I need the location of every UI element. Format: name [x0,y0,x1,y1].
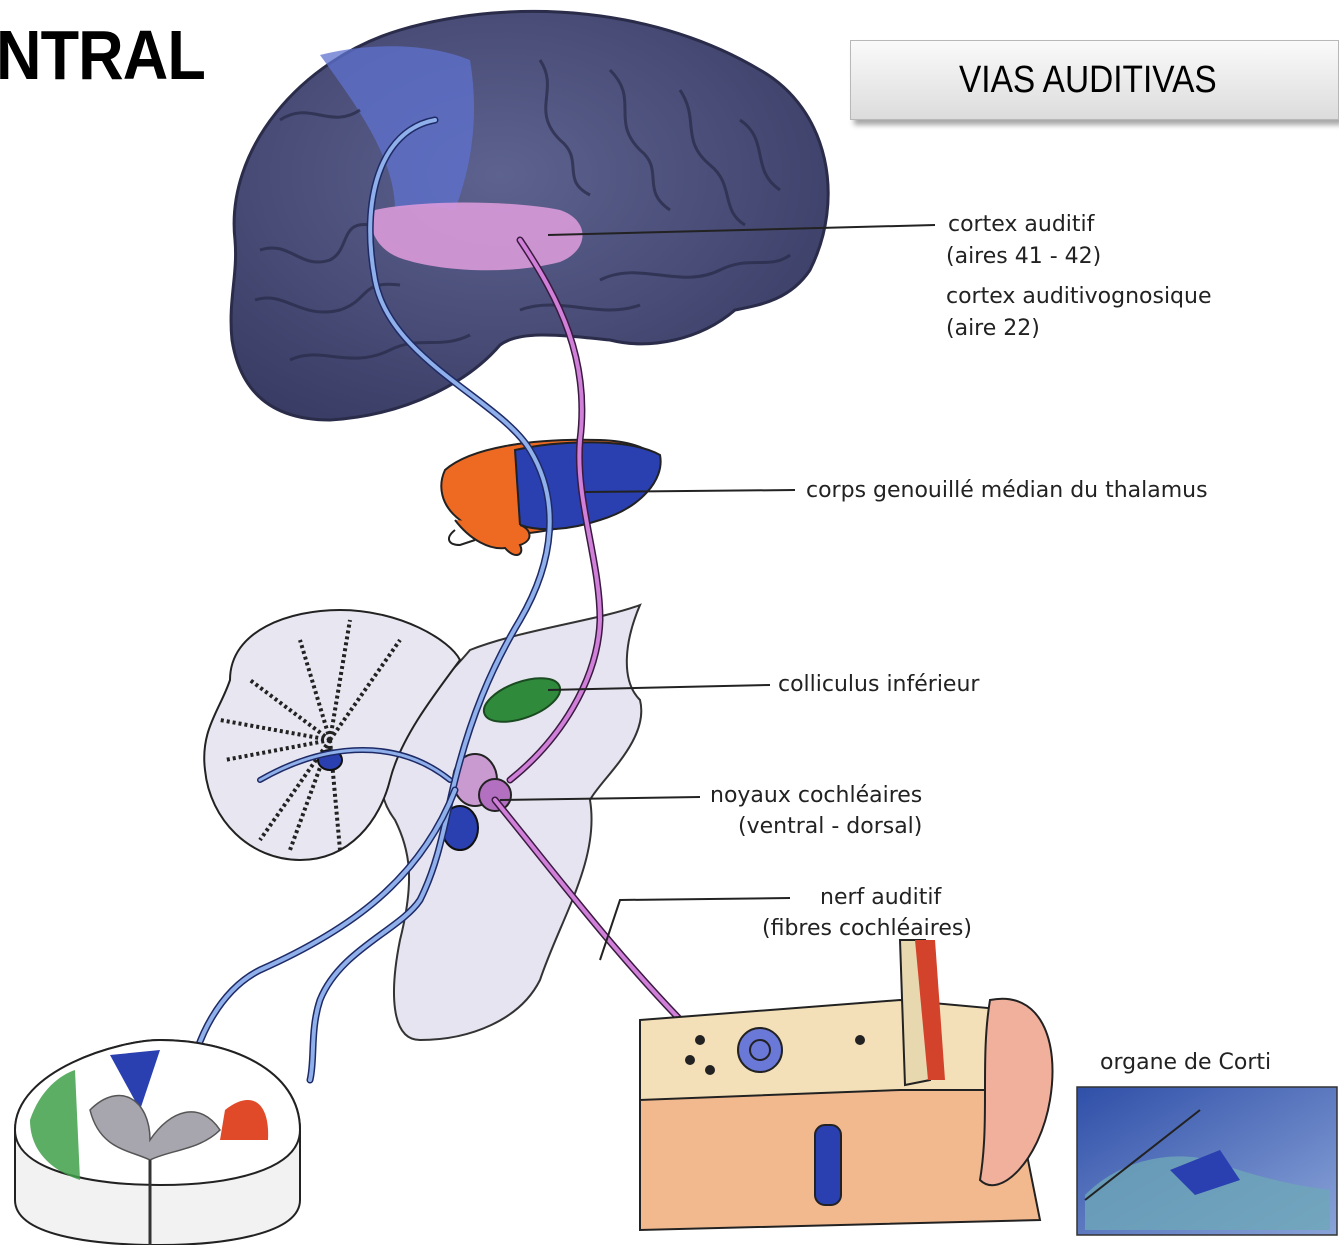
label-aire-22: (aire 22) [946,316,1040,341]
label-noyaux-cochleaires: noyaux cochléaires [710,783,922,808]
label-colliculus-inferieur: colliculus inférieur [778,672,979,697]
label-aires-41-42: (aires 41 - 42) [946,244,1101,269]
ear-cross-section [640,940,1053,1230]
label-nerf-auditif: nerf auditif [820,885,941,910]
label-fibres-cochleaires: (fibres cochléaires) [762,916,972,941]
organe-de-corti-image [1077,1087,1337,1235]
label-cortex-auditif: cortex auditif [948,212,1094,237]
label-organe-de-corti: organe de Corti [1100,1050,1271,1075]
label-cortex-auditivognosique: cortex auditivognosique [946,284,1212,309]
brain-hemisphere [231,11,828,420]
label-corps-genouille: corps genouillé médian du thalamus [806,478,1208,503]
spinal-cord-section [15,1040,300,1245]
label-ventral-dorsal: (ventral - dorsal) [738,814,922,839]
